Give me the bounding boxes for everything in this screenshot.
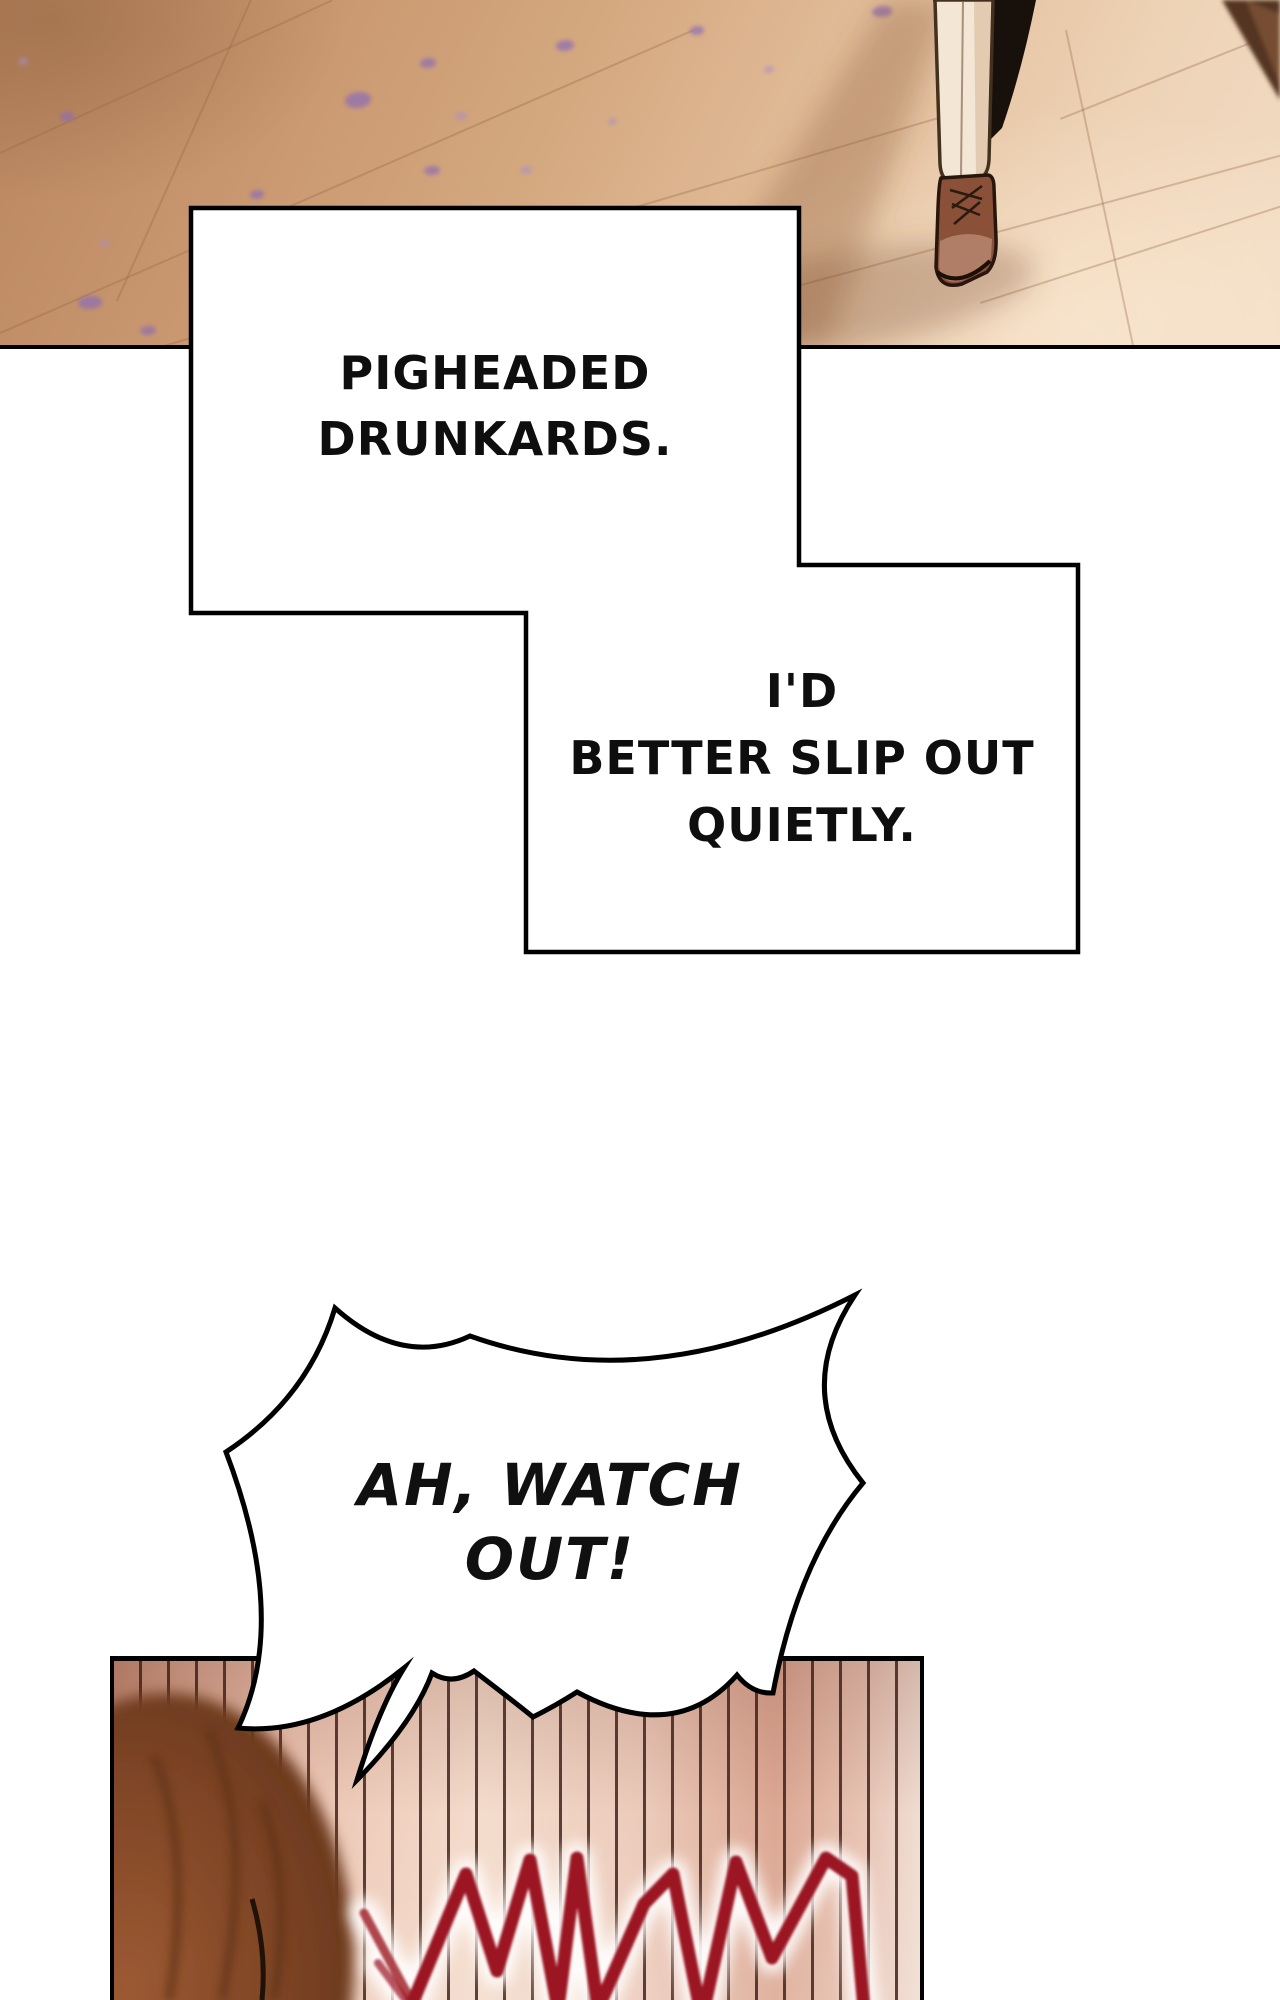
- floor-splotch: [60, 112, 74, 121]
- floor-splotch: [18, 58, 28, 65]
- thought-box-1-line2: DRUNKARDS.: [317, 412, 673, 466]
- thought-box-2-line2: BETTER SLIP OUT: [569, 731, 1035, 785]
- floor-splotch: [424, 166, 440, 175]
- shout-line2: OUT!: [464, 1525, 636, 1593]
- floor-splotch: [345, 92, 371, 108]
- floor-splotch: [100, 240, 110, 246]
- thought-box-1-line1: PIGHEADED: [339, 346, 651, 400]
- floor-splotch: [455, 112, 467, 120]
- floor-splotch: [520, 166, 532, 174]
- thought-box-2: I'D BETTER SLIP OUT QUIETLY.: [526, 658, 1078, 859]
- boot-laces: [949, 184, 983, 225]
- character-head-hair: [114, 1693, 354, 2000]
- black-garment: [988, 0, 1036, 142]
- thought-box-2-line1: I'D: [765, 664, 839, 718]
- floor-splotch: [764, 66, 774, 73]
- floor-splotch: [690, 26, 704, 35]
- sfx-wham: [349, 1843, 879, 2000]
- shout-bubble-text: AH, WATCH OUT!: [230, 1448, 870, 1596]
- impact-art: [114, 1693, 879, 2000]
- floor-splotch: [250, 190, 264, 199]
- floor-splotch: [420, 58, 436, 68]
- floor-splotch: [556, 40, 574, 51]
- thought-box-1: PIGHEADED DRUNKARDS.: [191, 340, 799, 472]
- floor-splotch: [140, 326, 156, 335]
- floor-splotch: [78, 296, 102, 309]
- floor-splotch: [608, 118, 617, 125]
- thought-boxes-outline: [188, 205, 1081, 955]
- shout-line1: AH, WATCH: [357, 1451, 743, 1519]
- shout-bubble: [222, 1288, 867, 1790]
- thought-box-2-line3: QUIETLY.: [687, 798, 917, 852]
